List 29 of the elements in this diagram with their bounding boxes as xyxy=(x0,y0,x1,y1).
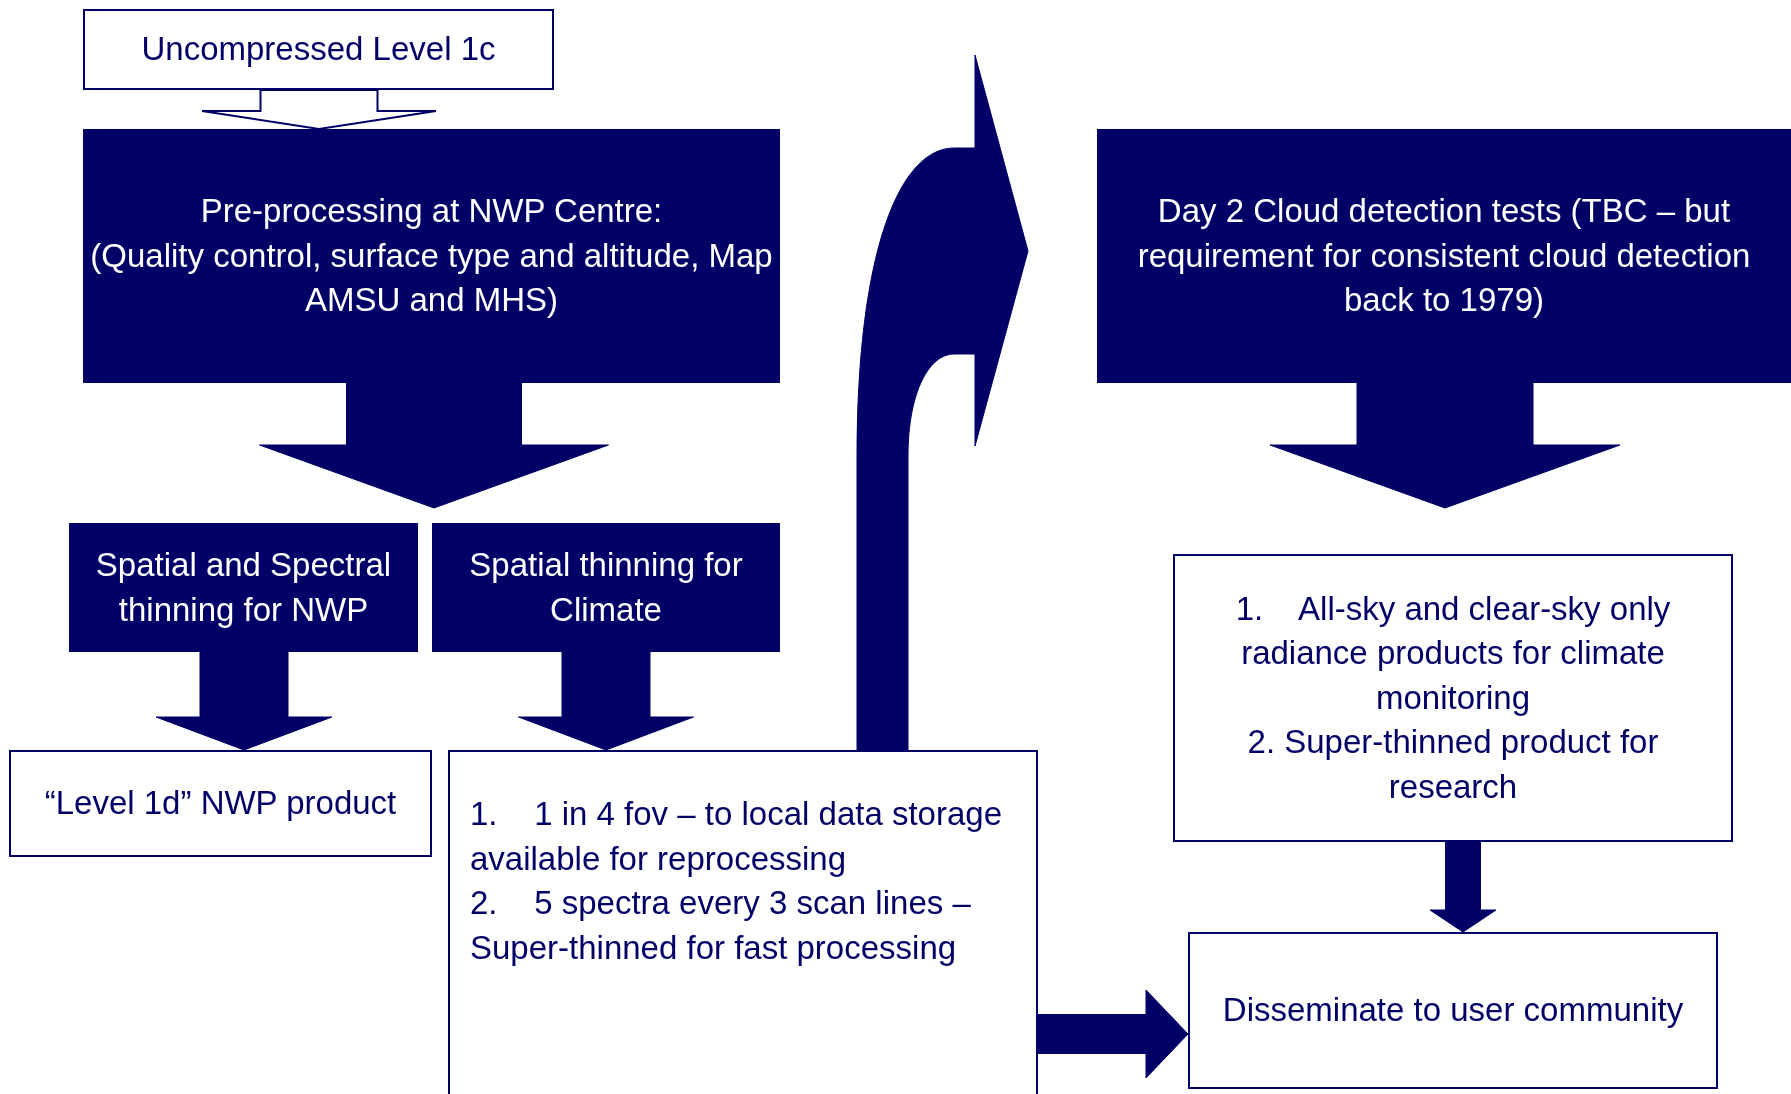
block-arrow xyxy=(518,651,694,751)
node-text: Spatial thinning for Climate xyxy=(468,544,744,630)
node-text: Pre-processing at NWP Centre: xyxy=(200,191,663,232)
text-box xyxy=(9,750,432,857)
block-arrow xyxy=(856,54,1029,751)
process-box xyxy=(83,129,780,383)
block-arrow xyxy=(155,651,333,751)
node-text: Day 2 Cloud detection tests (TBC – but requirement for consistent cloud detection back to 1979) xyxy=(1136,191,1752,321)
node-text: 2. Super-thinned product for research xyxy=(1246,722,1660,807)
text-box xyxy=(83,9,554,90)
process-box xyxy=(1097,129,1791,383)
node-text: “Level 1d” NWP product xyxy=(44,783,397,824)
node-text: 1. All-sky and clear-sky only radiance products for climate monitoring xyxy=(1234,588,1672,718)
text-box xyxy=(1188,932,1718,1089)
block-arrow xyxy=(1037,989,1189,1079)
process-box xyxy=(432,523,780,652)
block-arrow xyxy=(1269,382,1621,509)
block-arrow xyxy=(259,382,609,509)
node-text: (Quality control, surface type and altitude, Map AMSU and MHS) xyxy=(89,235,774,321)
text-box xyxy=(1173,554,1733,842)
block-arrow xyxy=(1429,841,1497,933)
node-text: Spatial and Spectral thinning for NWP xyxy=(94,544,393,630)
node-text: 1. 1 in 4 fov – to local data storage available for reprocessing xyxy=(470,794,1003,879)
node-text: Disseminate to user community xyxy=(1222,990,1684,1031)
process-box xyxy=(69,523,418,652)
block-arrow xyxy=(201,89,437,130)
text-box xyxy=(448,750,1038,1094)
node-text: Uncompressed Level 1c xyxy=(141,29,496,70)
node-text: 2. 5 spectra every 3 scan lines – Super-thinned for fast processing xyxy=(470,883,972,968)
